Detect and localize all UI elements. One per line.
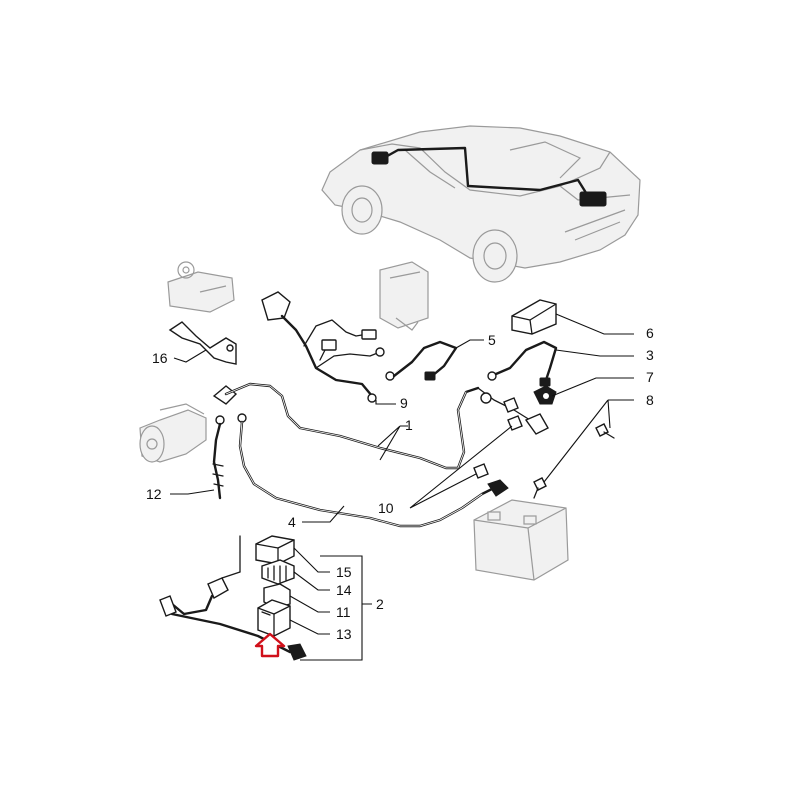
front-wheel bbox=[341, 185, 383, 235]
label-3: 3 bbox=[646, 347, 654, 363]
control-unit-illustration bbox=[379, 261, 429, 331]
battery-in-car bbox=[579, 191, 607, 207]
rear-wheel bbox=[472, 229, 518, 283]
part-7-clamp bbox=[533, 385, 557, 405]
label-2: 2 bbox=[376, 596, 384, 612]
part-12-ground-cable bbox=[212, 415, 225, 500]
starter-motor-illustration bbox=[139, 403, 207, 463]
part-13-relay bbox=[257, 599, 291, 637]
part-5-cable bbox=[385, 340, 458, 381]
relay-bracket-illustration bbox=[167, 261, 235, 313]
part-8-screws bbox=[533, 423, 615, 499]
label-10: 10 bbox=[378, 500, 394, 516]
part-1-main-cable bbox=[212, 382, 549, 470]
label-9: 9 bbox=[400, 395, 408, 411]
label-4: 4 bbox=[288, 514, 296, 530]
label-1: 1 bbox=[405, 417, 413, 433]
label-12: 12 bbox=[146, 486, 162, 502]
part-10-clips bbox=[473, 415, 523, 479]
label-16: 16 bbox=[152, 350, 168, 366]
battery-illustration bbox=[473, 499, 569, 581]
label-13: 13 bbox=[336, 626, 352, 642]
label-8: 8 bbox=[646, 392, 654, 408]
label-11: 11 bbox=[336, 604, 351, 620]
part-9-harness bbox=[261, 291, 385, 403]
label-5: 5 bbox=[488, 332, 496, 348]
label-15: 15 bbox=[336, 564, 352, 580]
label-6: 6 bbox=[646, 325, 654, 341]
part-6-fuse-box bbox=[511, 299, 557, 335]
part-16-bracket bbox=[168, 321, 237, 365]
part-3-cable bbox=[487, 340, 558, 387]
label-7: 7 bbox=[646, 369, 654, 385]
car-illustration bbox=[321, 125, 641, 283]
part-15-cover bbox=[255, 535, 295, 565]
label-14: 14 bbox=[336, 582, 352, 598]
arrow-up-icon bbox=[254, 632, 286, 658]
callout-labels: 1 2 3 4 5 6 7 8 9 10 11 12 13 14 15 16 bbox=[146, 325, 654, 642]
part-4-battery-cable bbox=[237, 413, 509, 528]
part-14-socket bbox=[261, 559, 295, 585]
leader-lines bbox=[170, 313, 634, 661]
